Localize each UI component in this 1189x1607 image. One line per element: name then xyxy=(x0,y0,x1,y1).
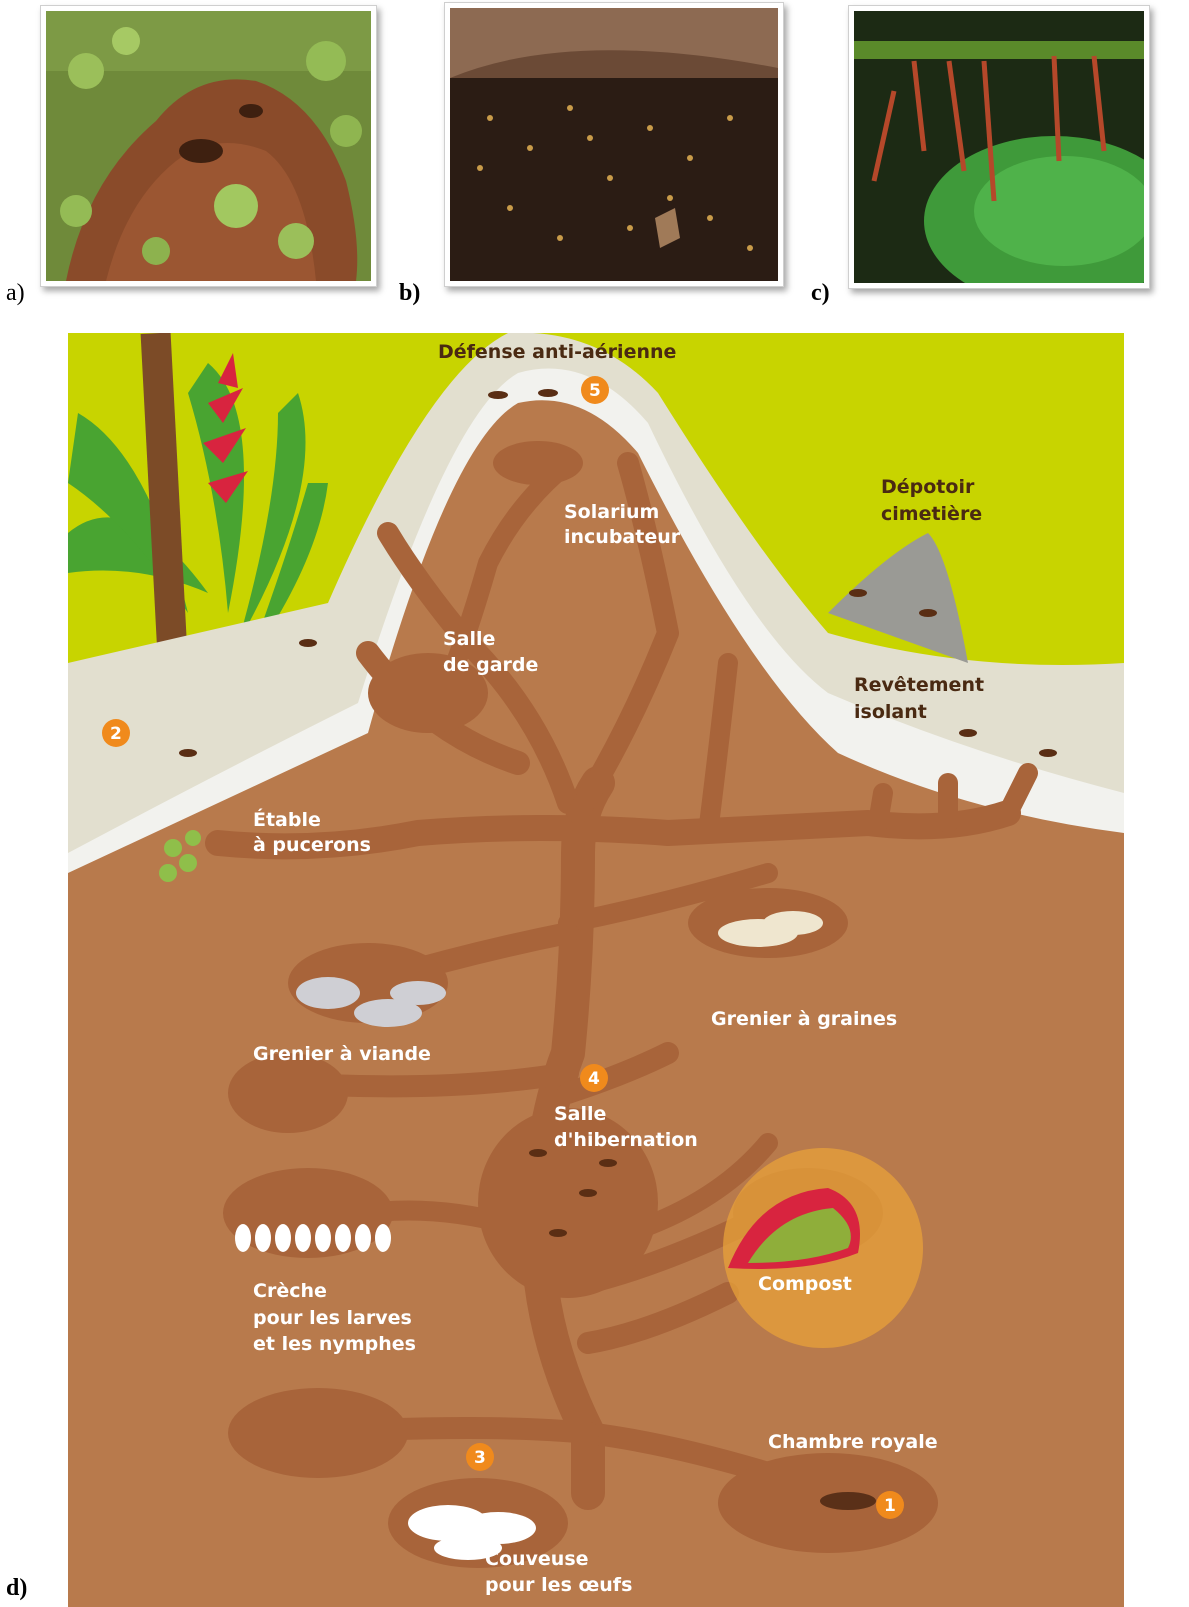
label-etable-2: à pucerons xyxy=(253,834,371,856)
label-creche-2: pour les larves xyxy=(253,1307,412,1329)
photo-frame-c xyxy=(848,5,1150,289)
label-revetement-1: Revêtement xyxy=(854,674,984,696)
label-revetement-2: isolant xyxy=(854,701,927,723)
label-creche-3: et les nymphes xyxy=(253,1333,416,1355)
badge-2: 2 xyxy=(102,719,130,747)
badge-5: 5 xyxy=(581,376,609,404)
anthill-mound-photo xyxy=(46,11,371,281)
anthill-cross-section-diagram: Défense anti-aérienne Solarium incubateu… xyxy=(68,333,1124,1607)
photo-frame-b xyxy=(444,2,784,287)
badge-1: 1 xyxy=(876,1491,904,1519)
label-couveuse-1: Couveuse xyxy=(485,1548,589,1570)
label-couveuse-2: pour les œufs xyxy=(485,1574,632,1596)
label-chambre-royale: Chambre royale xyxy=(768,1431,938,1453)
ant-swarm-photo xyxy=(450,8,778,281)
badge-4: 4 xyxy=(580,1064,608,1092)
label-solarium-2: incubateur xyxy=(564,526,681,548)
label-etable-1: Étable xyxy=(253,808,321,831)
label-grenier-viande: Grenier à viande xyxy=(253,1043,431,1065)
svg-text:4: 4 xyxy=(588,1069,600,1089)
label-hibernation-2: d'hibernation xyxy=(554,1129,698,1151)
label-solarium-1: Solarium xyxy=(564,501,659,523)
svg-text:3: 3 xyxy=(474,1448,486,1468)
weaver-ants-photo xyxy=(854,11,1144,283)
label-depotoir-2: cimetière xyxy=(881,503,982,525)
label-creche-1: Crèche xyxy=(253,1280,327,1302)
panel-label-c: c) xyxy=(811,280,830,307)
svg-text:5: 5 xyxy=(589,381,601,401)
label-defense: Défense anti-aérienne xyxy=(438,341,676,363)
label-compost: Compost xyxy=(758,1273,852,1295)
panel-label-b: b) xyxy=(399,280,420,307)
label-garde-1: Salle xyxy=(443,628,495,650)
badge-3: 3 xyxy=(466,1443,494,1471)
panel-label-a: a) xyxy=(6,280,25,307)
svg-text:2: 2 xyxy=(110,724,122,744)
photo-frame-a xyxy=(40,5,377,287)
svg-text:1: 1 xyxy=(884,1496,896,1516)
label-hibernation-1: Salle xyxy=(554,1103,606,1125)
label-grenier-graines: Grenier à graines xyxy=(711,1008,897,1030)
panel-label-d: d) xyxy=(6,1575,27,1602)
label-garde-2: de garde xyxy=(443,654,538,676)
label-depotoir-1: Dépotoir xyxy=(881,476,975,498)
queen-ant xyxy=(820,1492,876,1510)
